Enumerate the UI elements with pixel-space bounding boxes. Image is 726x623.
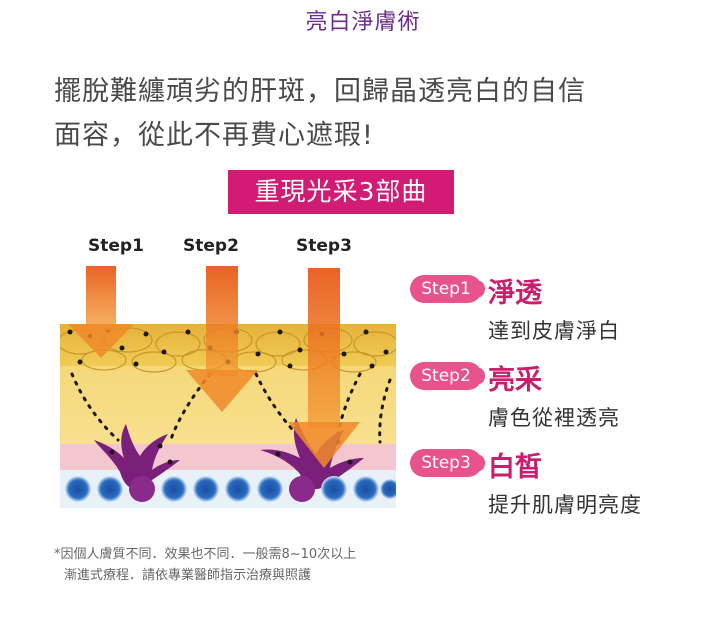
laser-arrow-3: [288, 268, 360, 468]
step-pill-2: Step2: [410, 362, 485, 390]
step-pill-1: Step1: [410, 275, 485, 303]
page-title: 亮白淨膚術: [305, 10, 421, 35]
disclaimer-line-2: 漸進式療程．請依專業醫師指示治療與照護: [64, 568, 312, 583]
step-pill-3: Step3: [410, 449, 485, 477]
diagram-step-label-1: Step1: [88, 236, 144, 256]
legend-desc-1: 達到皮膚淨白: [488, 319, 620, 343]
legend-title-3: 白皙: [488, 452, 542, 483]
section-badge: 重現光采3部曲: [228, 170, 454, 214]
disclaimer-note: *因個人膚質不同．效果也不同．一般需8~10次以上 漸進式療程．請依專業醫師指示…: [54, 544, 356, 586]
laser-arrow-1: [68, 266, 134, 358]
disclaimer-line-1: *因個人膚質不同．效果也不同．一般需8~10次以上: [54, 547, 357, 562]
intro-line-1: 擺脫難纏頑劣的肝斑，回歸晶透亮白的自信: [54, 76, 586, 107]
legend-desc-2: 膚色從裡透亮: [488, 406, 620, 430]
skin-layer-illustration: [60, 266, 396, 508]
legend-desc-3: 提升肌膚明亮度: [488, 493, 642, 517]
intro-text: 擺脫難纏頑劣的肝斑，回歸晶透亮白的自信 面容，從此不再費心遮瑕!: [54, 70, 694, 158]
diagram-step-label-3: Step3: [296, 236, 352, 256]
legend-title-1: 淨透: [488, 278, 542, 309]
intro-line-2: 面容，從此不再費心遮瑕!: [54, 120, 374, 151]
laser-arrow-2: [186, 266, 258, 412]
diagram-step-label-2: Step2: [183, 236, 239, 256]
legend-title-2: 亮采: [488, 365, 542, 396]
